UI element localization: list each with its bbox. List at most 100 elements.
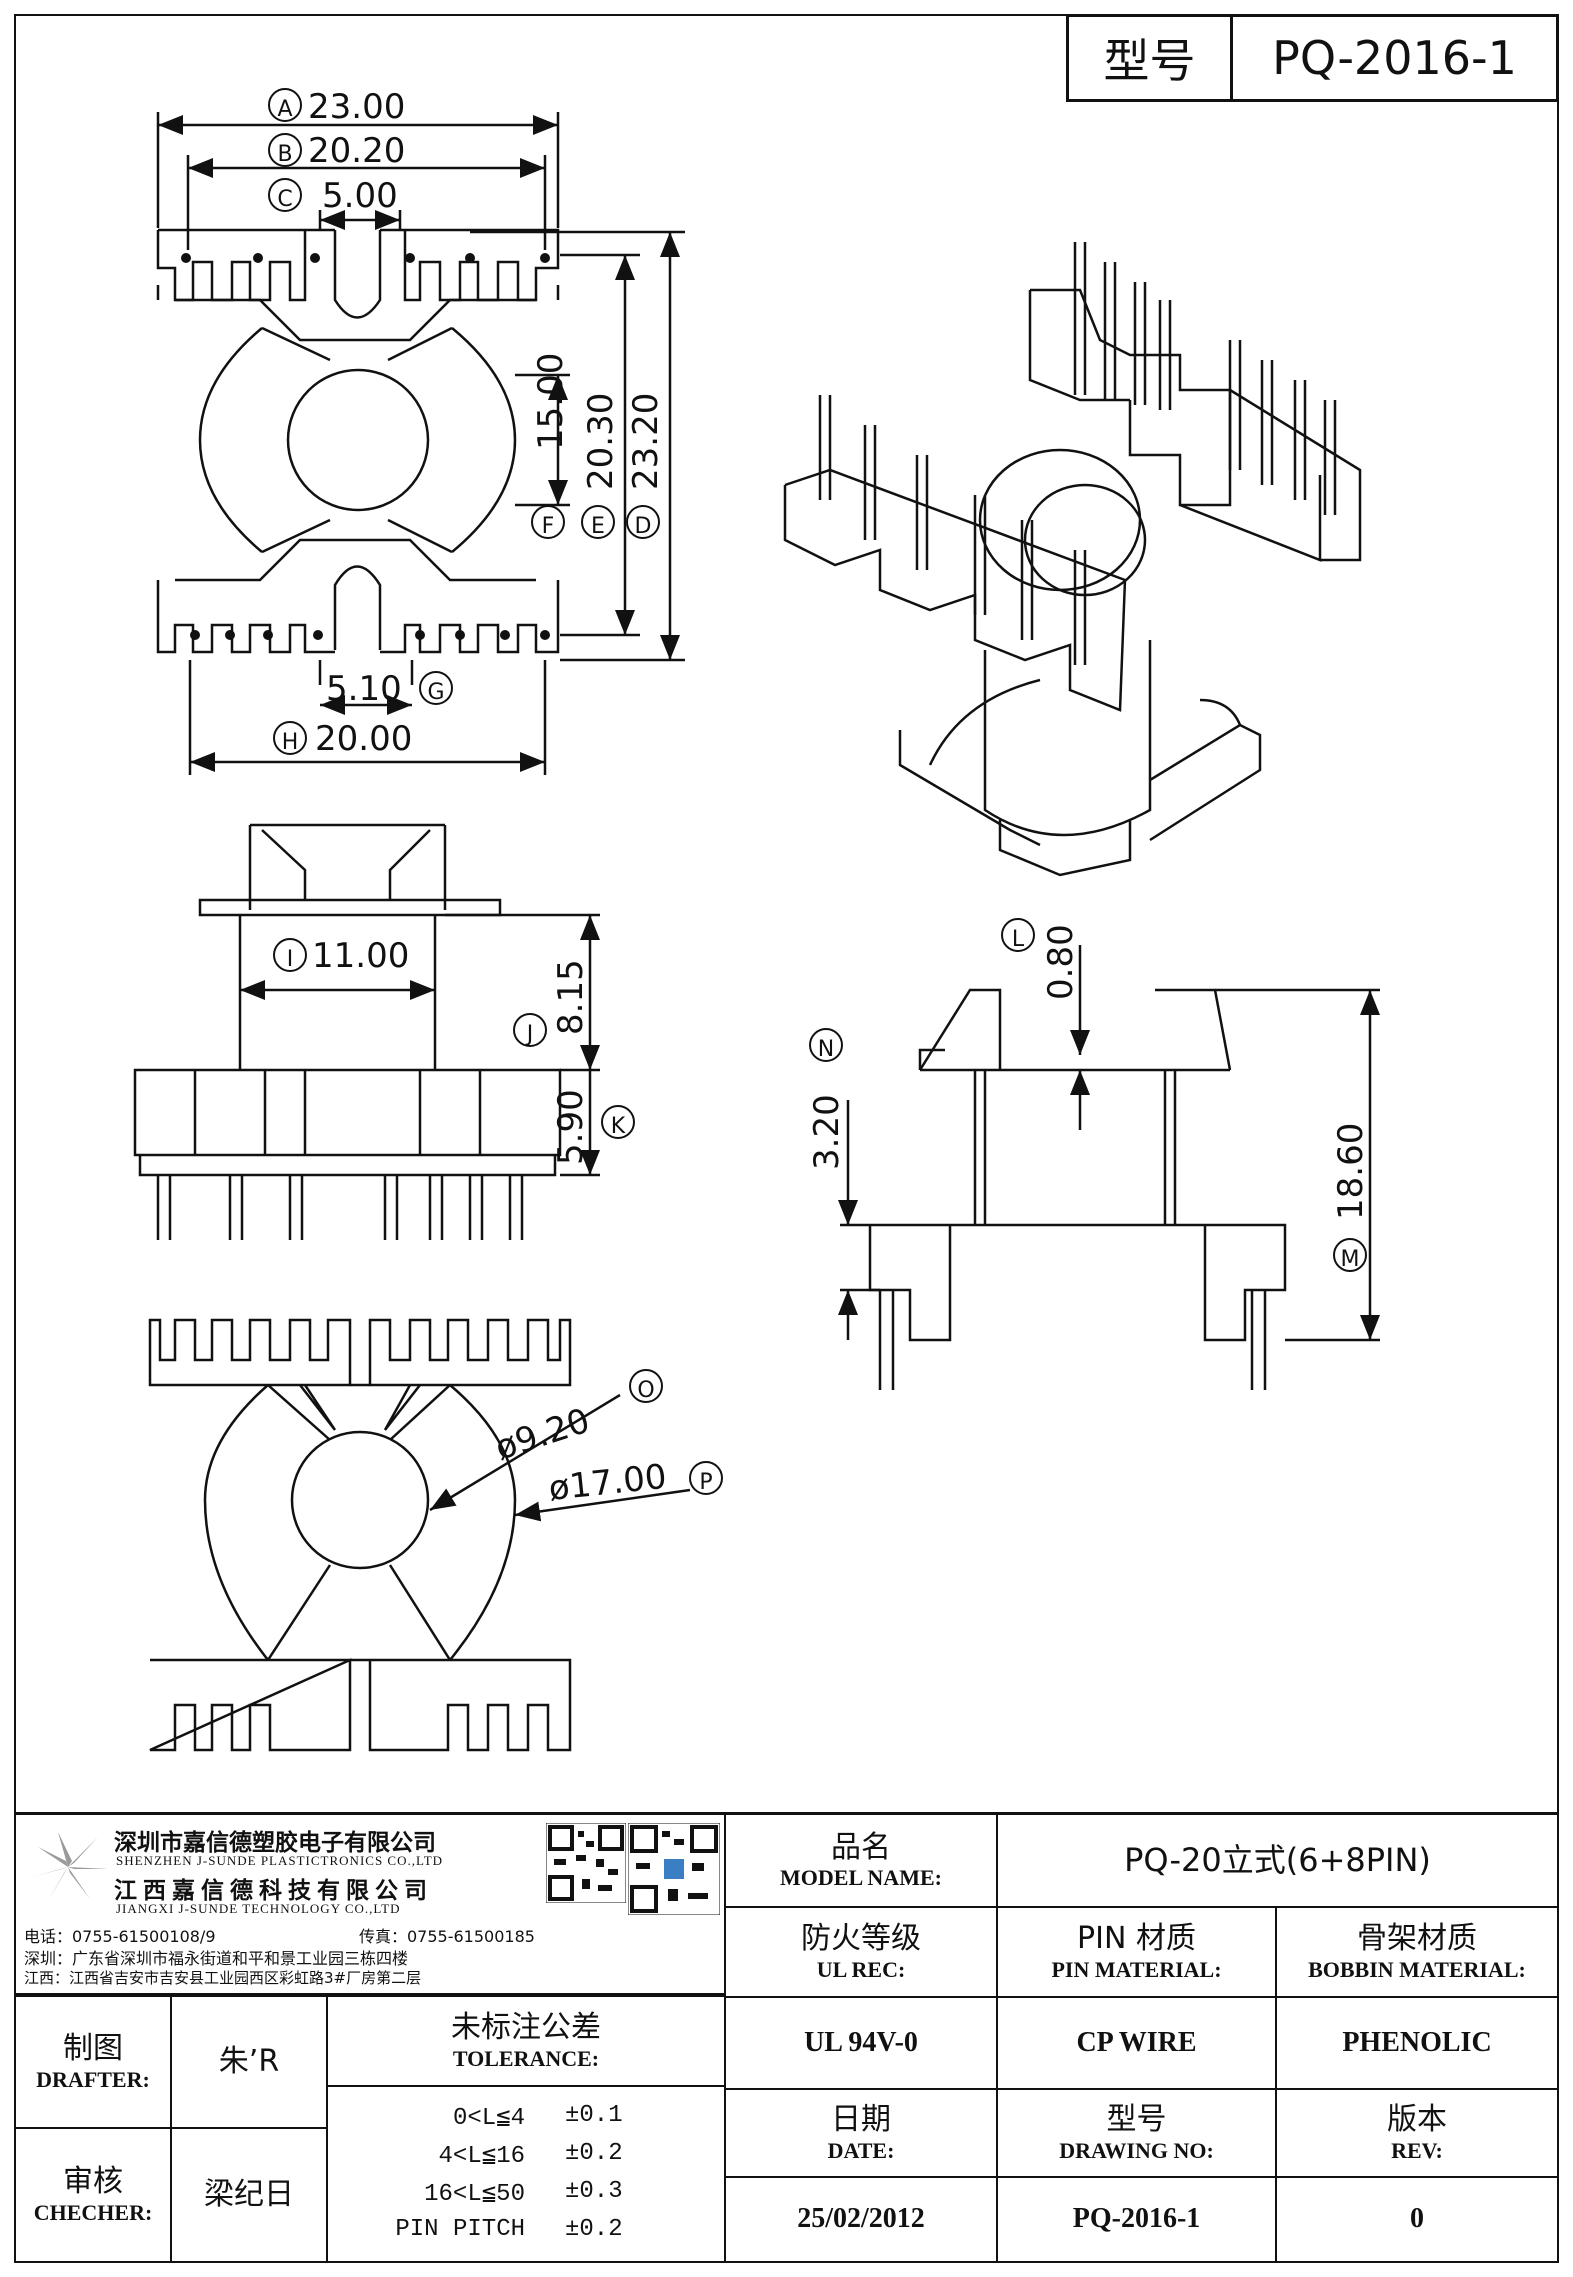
drafter-label-cell: 制图 DRAFTER: bbox=[14, 1995, 172, 2129]
checker-label-cell: 审核 CHECHER: bbox=[14, 2127, 172, 2263]
dim-A: A 23.00 bbox=[268, 87, 405, 127]
rev-value-cell: 0 bbox=[1275, 2176, 1559, 2263]
dim-A-value: 23.00 bbox=[308, 87, 405, 127]
dim-K: 5.90 bbox=[551, 1089, 591, 1165]
date-label-en: DATE: bbox=[827, 2137, 895, 2163]
side-view bbox=[133, 823, 600, 1240]
dim-P-value: ø17.00 bbox=[547, 1457, 669, 1509]
tolerance-title-en: TOLERANCE: bbox=[452, 2045, 600, 2071]
svg-text:K: K bbox=[611, 1114, 626, 1139]
svg-text:M: M bbox=[1341, 1247, 1360, 1272]
bottom-view bbox=[148, 1318, 691, 1752]
divider-approvals bbox=[14, 1993, 726, 1996]
title-label: 型号 bbox=[1103, 34, 1196, 88]
svg-text:D: D bbox=[635, 514, 652, 539]
model-name-label-cell: 品名 MODEL NAME: bbox=[724, 1813, 998, 1908]
bobbin-material-label-cell: 骨架材质 BOBBIN MATERIAL: bbox=[1275, 1906, 1559, 1998]
dim-I: I 11.00 bbox=[273, 936, 409, 976]
dim-D-value: 23.20 bbox=[626, 393, 666, 490]
company-block: 深圳市嘉信德塑胶电子有限公司 SHENZHEN J-SUNDE PLASTICT… bbox=[16, 1815, 726, 1995]
svg-text:F: F bbox=[542, 514, 555, 539]
tolerance-range-1: 0<L≦4 bbox=[452, 2105, 525, 2132]
dim-K-marker: K bbox=[601, 1105, 635, 1139]
svg-text:O: O bbox=[637, 1378, 654, 1403]
dim-N: N bbox=[809, 1028, 843, 1062]
dim-I-value: 11.00 bbox=[312, 936, 409, 976]
isometric-view bbox=[783, 242, 1362, 877]
tolerance-value-4: ±0.2 bbox=[565, 2216, 623, 2243]
drawing-no-label-cn: 型号 bbox=[1106, 2102, 1167, 2138]
drawing-no-value-cell: PQ-2016-1 bbox=[996, 2176, 1277, 2263]
pin-material-value: CP WIRE bbox=[1076, 2026, 1197, 2058]
svg-text:E: E bbox=[591, 514, 605, 539]
dim-M-value: 18.60 bbox=[1331, 1123, 1371, 1220]
rev-label-cell: 版本 REV: bbox=[1275, 2088, 1559, 2178]
tolerance-range-2: 4<L≦16 bbox=[438, 2143, 525, 2170]
dim-C-value: 5.00 bbox=[322, 176, 398, 216]
technical-drawing: A 23.00 B 20.20 C 5.00 5.10 G H 20.0 bbox=[133, 87, 1380, 1752]
ul-label-en: UL REC: bbox=[816, 1956, 906, 1982]
drafter-name-cell: 朱’R bbox=[170, 1995, 328, 2129]
dim-B-value: 20.20 bbox=[308, 131, 405, 171]
rev-label-cn: 版本 bbox=[1387, 2102, 1447, 2138]
dim-E: 20.30 bbox=[581, 393, 621, 490]
drafter-label-en: DRAFTER: bbox=[36, 2066, 150, 2092]
tolerance-value-1: ±0.1 bbox=[565, 2102, 623, 2129]
company-name-en-2: JIANGXI J-SUNDE TECHNOLOGY CO.,LTD bbox=[116, 1901, 401, 1916]
dim-N-value-group: 3.20 bbox=[807, 1094, 847, 1170]
title-value: PQ-2016-1 bbox=[1272, 31, 1517, 85]
dim-J: 8.15 bbox=[551, 959, 591, 1035]
svg-text:I: I bbox=[287, 947, 294, 972]
svg-text:H: H bbox=[282, 730, 299, 755]
model-name-value-cell: PQ-20立式(6+8PIN) bbox=[996, 1813, 1559, 1908]
svg-text:N: N bbox=[818, 1037, 834, 1062]
bobbin-material-value: PHENOLIC bbox=[1342, 2026, 1492, 2058]
svg-text:P: P bbox=[699, 1470, 712, 1495]
ul-label-cell: 防火等级 UL REC: bbox=[724, 1906, 998, 1998]
svg-text:G: G bbox=[427, 680, 444, 705]
tolerance-value-2: ±0.2 bbox=[565, 2140, 623, 2167]
pin-material-value-cell: CP WIRE bbox=[996, 1996, 1277, 2090]
company-fax: 传真：0755-61500185 bbox=[359, 1927, 535, 1946]
pin-material-label-cn: PIN 材质 bbox=[1077, 1921, 1196, 1957]
dim-K-value: 5.90 bbox=[551, 1089, 591, 1165]
dim-J-value: 8.15 bbox=[551, 959, 591, 1035]
date-label-cell: 日期 DATE: bbox=[724, 2088, 998, 2178]
drawing-no-label-cell: 型号 DRAWING NO: bbox=[996, 2088, 1277, 2178]
date-value-cell: 25/02/2012 bbox=[724, 2176, 998, 2263]
dim-F: 15.00 bbox=[531, 353, 571, 450]
bobbin-material-value-cell: PHENOLIC bbox=[1275, 1996, 1559, 2090]
dim-F-marker: F bbox=[531, 505, 565, 539]
company-name-en-1: SHENZHEN J-SUNDE PLASTICTRONICS CO.,LTD bbox=[116, 1853, 444, 1868]
company-address-jiangxi: 江西：江西省吉安市吉安县工业园西区彩虹路3#厂房第二层 bbox=[24, 1969, 422, 1987]
ul-value: UL 94V-0 bbox=[804, 2026, 918, 2058]
svg-text:B: B bbox=[277, 142, 292, 167]
pin-material-label-cell: PIN 材质 PIN MATERIAL: bbox=[996, 1906, 1277, 1998]
dim-M-value-group: 18.60 bbox=[1331, 1123, 1371, 1220]
checker-name-cell: 梁纪日 bbox=[170, 2127, 328, 2263]
tolerance-title-cn: 未标注公差 bbox=[451, 2010, 601, 2046]
ul-label-cn: 防火等级 bbox=[801, 1921, 921, 1957]
title-value-cell: PQ-2016-1 bbox=[1230, 14, 1559, 102]
tolerance-table bbox=[326, 2085, 726, 2263]
dim-F-value: 15.00 bbox=[531, 353, 571, 450]
svg-text:C: C bbox=[277, 187, 292, 212]
checker-name: 梁纪日 bbox=[204, 2176, 294, 2212]
dim-P: ø17.00 P bbox=[547, 1457, 723, 1509]
dim-L: L bbox=[1001, 918, 1035, 952]
tolerance-range-3: 16<L≦50 bbox=[424, 2181, 525, 2208]
tolerance-value-3: ±0.3 bbox=[565, 2178, 623, 2205]
dim-D-marker: D bbox=[626, 505, 660, 539]
dim-N-value: 3.20 bbox=[807, 1094, 847, 1170]
top-view bbox=[156, 112, 685, 775]
company-logo-icon bbox=[32, 1832, 108, 1901]
dim-M: M bbox=[1333, 1238, 1367, 1272]
company-phone: 电话：0755-61500108/9 bbox=[24, 1927, 216, 1946]
dim-E-marker: E bbox=[581, 505, 615, 539]
bobbin-material-label-en: BOBBIN MATERIAL: bbox=[1308, 1956, 1526, 1982]
checker-label-cn: 审核 bbox=[63, 2164, 123, 2200]
dim-G-value: 5.10 bbox=[326, 669, 402, 709]
qr-code-icon bbox=[546, 1823, 626, 1903]
qr-code-wechat-icon bbox=[628, 1823, 720, 1915]
